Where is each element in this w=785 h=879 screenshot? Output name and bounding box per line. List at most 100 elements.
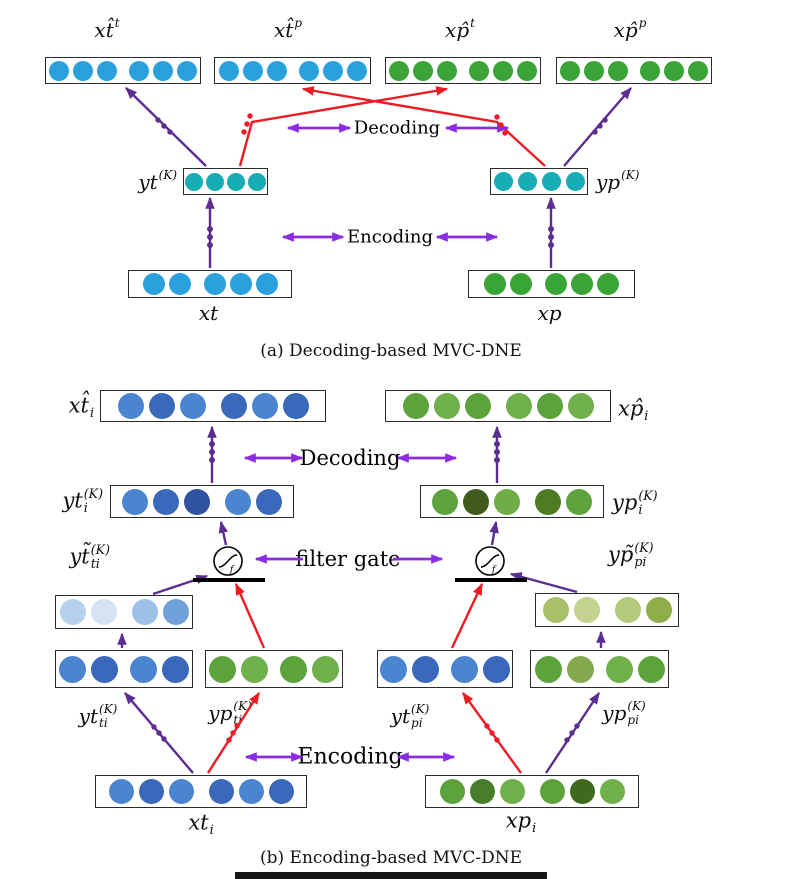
node-circle xyxy=(493,60,513,81)
filter-gate-circle xyxy=(213,546,243,576)
a-latent-box-t xyxy=(183,168,268,195)
node-circle xyxy=(229,273,252,295)
node-circle xyxy=(206,172,224,191)
node-circle xyxy=(437,60,457,81)
a-decoding-label: Decoding xyxy=(353,117,441,139)
node-circle xyxy=(597,273,619,295)
node-circle xyxy=(566,488,592,515)
caption-a: (a) Decoding-based MVC-DNE xyxy=(260,341,522,361)
b-recon-box-p xyxy=(385,390,611,422)
node-circle xyxy=(248,172,266,191)
node-circle xyxy=(97,60,117,81)
node-circle xyxy=(298,60,319,81)
b-recon-label-p: xp̂i xyxy=(618,397,649,424)
b-encode-arrow-pp xyxy=(544,691,601,774)
gate-f-label: f xyxy=(229,565,235,575)
node-circle xyxy=(483,655,510,683)
node-circle xyxy=(688,60,708,81)
node-circle xyxy=(117,393,144,419)
node-circle xyxy=(569,779,595,804)
node-circle xyxy=(282,393,309,419)
node-circle xyxy=(584,60,604,81)
node-circle xyxy=(177,60,197,81)
node-circle xyxy=(268,779,294,804)
node-circle xyxy=(59,655,86,683)
node-circle xyxy=(499,779,525,804)
b-purple-arrows xyxy=(117,425,606,774)
b-input-box-t xyxy=(95,775,307,808)
node-circle xyxy=(640,60,660,81)
node-circle xyxy=(208,779,234,804)
node-circle xyxy=(389,60,409,81)
a-recon-box-tp xyxy=(214,57,371,84)
node-circle xyxy=(493,172,513,191)
node-circle xyxy=(129,60,149,81)
node-circle xyxy=(571,273,593,295)
node-circle xyxy=(510,273,532,295)
b-latent-label-p: yp(K)i xyxy=(612,488,658,518)
node-circle xyxy=(413,60,433,81)
node-circle xyxy=(539,779,565,804)
node-circle xyxy=(464,393,491,419)
b-recon-box-t xyxy=(100,390,326,422)
b-filter-gate-label: filter gate xyxy=(295,547,401,571)
node-circle xyxy=(162,655,189,683)
a-input-box-t xyxy=(128,270,292,298)
node-circle xyxy=(255,273,278,295)
node-circle xyxy=(536,393,563,419)
node-circle xyxy=(280,655,307,683)
node-circle xyxy=(614,597,641,623)
node-circle xyxy=(227,172,245,191)
node-circle xyxy=(517,172,537,191)
a-latent-label-t: yt(K) xyxy=(138,167,177,194)
node-circle xyxy=(573,597,600,623)
node-circle xyxy=(168,273,191,295)
b-enc-label-t-from-p: yt(K)pi xyxy=(390,701,430,730)
node-circle xyxy=(463,488,489,515)
node-circle xyxy=(256,488,282,515)
b-enc-box-t-from-t xyxy=(55,650,193,688)
b-enc-label-t-from-t: yt(K)ti xyxy=(78,701,118,730)
b-enc-box-t-from-p xyxy=(377,650,513,688)
node-circle xyxy=(534,655,562,683)
b-encode-arrow-tt xyxy=(124,692,194,774)
node-circle xyxy=(433,393,460,419)
node-circle xyxy=(130,655,157,683)
node-circle xyxy=(162,599,189,625)
node-circle xyxy=(251,393,278,419)
a-input-box-p xyxy=(468,270,635,298)
node-circle xyxy=(542,597,569,623)
node-circle xyxy=(218,60,239,81)
node-circle xyxy=(432,488,458,515)
node-circle xyxy=(148,393,175,419)
node-circle xyxy=(185,172,203,191)
node-circle xyxy=(242,60,263,81)
node-circle xyxy=(91,655,118,683)
sigmoid-icon xyxy=(480,554,500,568)
a-input-label-t: xt xyxy=(198,301,219,325)
b-tilde-to-gate-p xyxy=(509,572,578,594)
node-circle xyxy=(184,488,210,515)
a-recon-label-pt: xp̂t xyxy=(445,15,475,42)
node-circle xyxy=(535,488,561,515)
node-circle xyxy=(565,172,585,191)
node-circle xyxy=(346,60,367,81)
node-circle xyxy=(168,779,194,804)
filter-gate-left: f xyxy=(193,546,265,582)
b-recon-label-t: xt̂i xyxy=(68,394,94,421)
node-circle xyxy=(241,655,268,683)
node-circle xyxy=(505,393,532,419)
node-circle xyxy=(220,393,247,419)
node-circle xyxy=(203,273,226,295)
b-cross-encode-arrow-tp xyxy=(462,692,522,774)
b-red-dots xyxy=(226,723,500,743)
node-circle xyxy=(484,273,506,295)
node-circle xyxy=(179,393,206,419)
a-recon-box-tt xyxy=(45,57,201,84)
a-recon-box-pp xyxy=(556,57,712,84)
node-circle xyxy=(138,779,164,804)
node-circle xyxy=(49,60,69,81)
node-circle xyxy=(599,779,625,804)
